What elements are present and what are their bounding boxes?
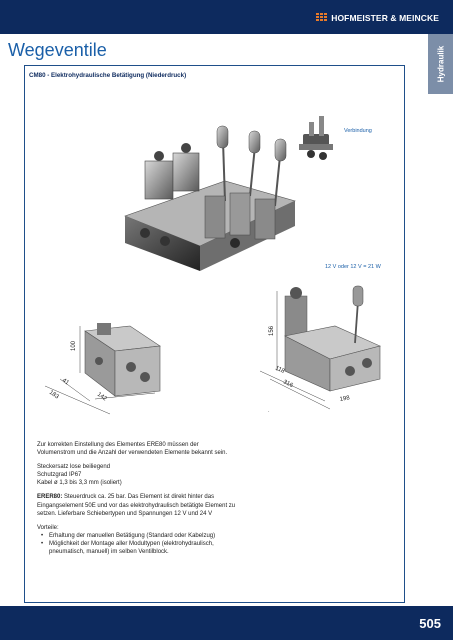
brand-grid-icon bbox=[316, 13, 328, 23]
page-title: Wegeventile bbox=[8, 40, 107, 60]
dimension-drawing-right: 156 118 316 198 bbox=[259, 285, 381, 410]
dim-right-height: 156 bbox=[269, 325, 275, 336]
connection-label: Verbindung bbox=[344, 128, 372, 134]
section-tab-label: Hydraulik bbox=[436, 45, 445, 83]
footer-bar: 505 bbox=[0, 606, 453, 640]
dim-right-a: 118 bbox=[274, 365, 286, 375]
page-number: 505 bbox=[419, 616, 441, 631]
product-subtitle: CM80 - Elektrohydraulische Betätigung (N… bbox=[29, 72, 187, 79]
voltage-label: 12 V oder 12 V = 21 W bbox=[325, 264, 381, 270]
brand-logo[interactable]: HOFMEISTER & MEINCKE bbox=[316, 13, 439, 23]
description-p3: ERER80: Steuerdruck ca. 25 bar. Das Elem… bbox=[37, 493, 237, 517]
description-p2: Steckersatz lose beiliegend Schutzgrad I… bbox=[37, 463, 237, 487]
list-item: Möglichkeit der Montage aller Modultypen… bbox=[41, 540, 237, 556]
content-frame: CM80 - Elektrohydraulische Betätigung (N… bbox=[24, 65, 405, 603]
advantages-list: Erhaltung der manuellen Betätigung (Stan… bbox=[37, 532, 237, 556]
list-item: Erhaltung der manuellen Betätigung (Stan… bbox=[41, 532, 237, 540]
dim-left-c: 183 bbox=[48, 390, 60, 401]
protection-line: Schutzgrad IP67 bbox=[37, 472, 82, 479]
advantages-title: Vorteile: bbox=[37, 524, 59, 531]
valve-block-illustration bbox=[124, 125, 296, 271]
dimension-drawing-left: 100 41 142 183 bbox=[44, 323, 161, 415]
dim-right-c: 198 bbox=[339, 395, 351, 403]
brand-name: HOFMEISTER & MEINCKE bbox=[331, 13, 439, 23]
section-tab[interactable]: Hydraulik bbox=[428, 34, 453, 94]
header-bar: HOFMEISTER & MEINCKE bbox=[0, 0, 453, 34]
description-p1: Zur korrekten Einstellung des Elementes … bbox=[37, 442, 228, 457]
connector-kit-line: Steckersatz lose beiliegend bbox=[37, 464, 111, 471]
erer80-text: Steuerdruck ca. 25 bar. Das Element ist … bbox=[37, 494, 236, 517]
footnote-mark: . bbox=[268, 408, 270, 414]
description-block: Zur korrekten Einstellung des Elementes … bbox=[37, 441, 237, 556]
dim-right-b: 316 bbox=[282, 379, 294, 389]
dim-left-b: 142 bbox=[96, 392, 108, 403]
dim-left-height: 100 bbox=[71, 340, 77, 351]
cable-line: Kabel ø 1,3 bis 3,3 mm (isoliert) bbox=[37, 480, 122, 487]
dim-left-a: 41 bbox=[61, 378, 70, 387]
connector-illustration bbox=[299, 116, 333, 160]
erer80-label: ERER80: bbox=[37, 494, 63, 501]
